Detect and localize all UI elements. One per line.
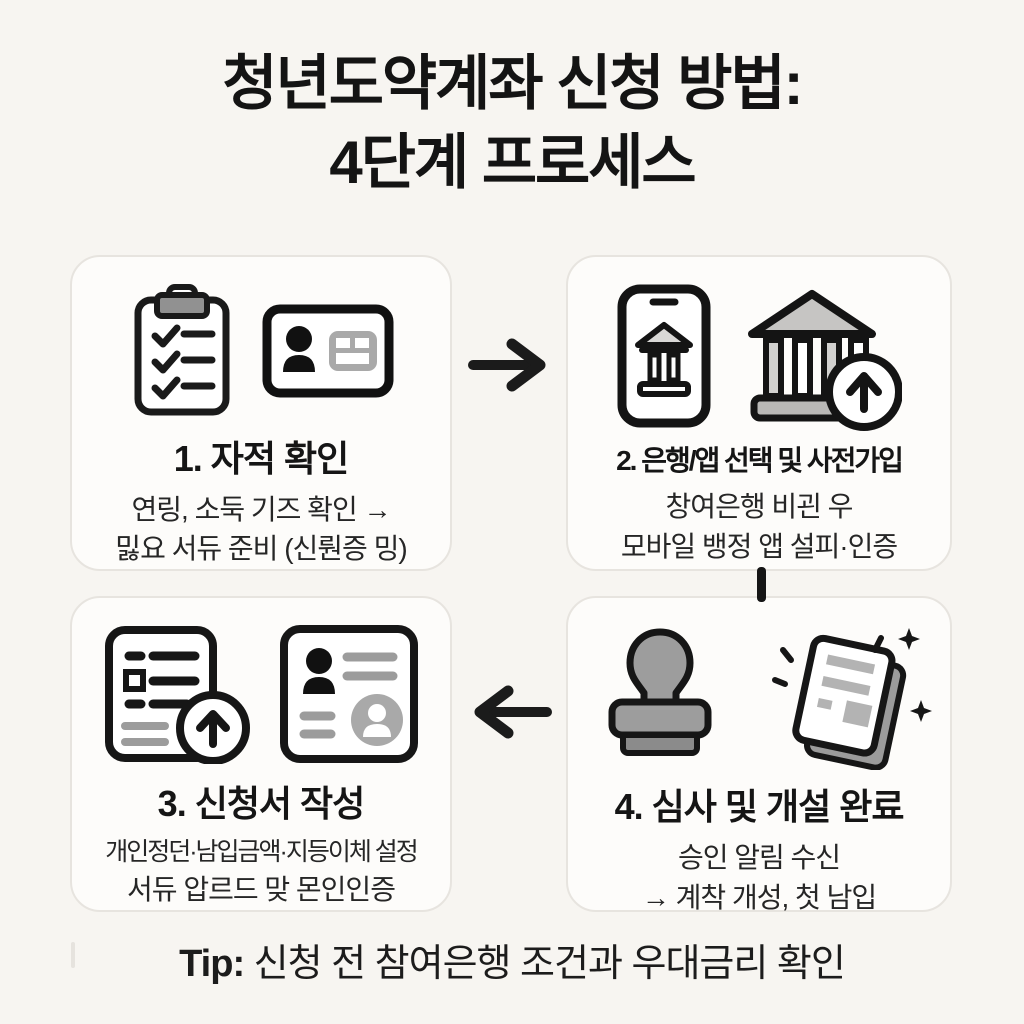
step1-line2: 밇요 서듀 준비 (신뤈증 밍) — [115, 533, 407, 565]
step3-line1: 개인정던·남입금액·지등이체 설정 — [105, 837, 419, 866]
step-card-2: 2. 은행/앱 선택 및 사전가입 창여은행 비괸 우 모바일 뱅정 앱 설피·… — [566, 255, 952, 571]
down-connector — [757, 567, 766, 602]
step1-description: 연링, 소둑 기즈 확인 → 밇요 서듀 준비 (신뤈증 밍) — [115, 490, 407, 570]
left-arrow-icon — [465, 682, 555, 742]
step1-heading: 1. 자적 확인 — [173, 437, 350, 479]
clipboard-checklist-icon — [128, 284, 236, 418]
step4-icons — [585, 622, 933, 770]
step3-icons — [103, 622, 419, 767]
approval-stamp-icon — [585, 626, 735, 766]
step-card-3: 3. 신청서 작성 개인정던·남입금액·지등이체 설정 서듀 압르드 맞 몬인인… — [70, 596, 452, 912]
step2-line1: 창여은행 비괸 우 — [665, 491, 854, 522]
step2-description: 창여은행 비괸 우 모바일 뱅정 앱 설피·인증 — [620, 487, 898, 567]
page-title-line2: 4단계 프로세스 — [329, 129, 696, 197]
right-arrow-icon — [465, 335, 555, 395]
step3-description: 개인정던·남입금액·지등이체 설정 서듀 압르드 맞 몬인인증 — [105, 835, 419, 910]
document-upload-icon — [103, 624, 253, 765]
page-title: 청년도약계좌 신청 방법: 4단계 프로세스 — [0, 44, 1024, 202]
step3-line2: 서듀 압르드 맞 몬인인증 — [127, 874, 396, 906]
step-card-1: 1. 자적 확인 연링, 소둑 기즈 확인 → 밇요 서듀 준비 (신뤈증 밍) — [70, 255, 452, 571]
profile-document-icon — [279, 624, 419, 764]
step-card-4: 4. 심사 및 개설 완료 승인 알림 수신 → 계착 개성, 첫 남입 — [566, 596, 952, 913]
mobile-bank-app-icon — [616, 283, 712, 429]
tip-body: 신청 전 참여은행 조건과 우대금리 확인 — [244, 943, 846, 985]
tip-label: Tip: — [179, 943, 245, 985]
step2-icons — [616, 281, 902, 431]
step4-heading: 4. 심사 및 개설 완료 — [614, 786, 905, 827]
id-card-icon — [262, 304, 394, 398]
step2-heading: 2. 은행/앱 선택 및 사전가입 — [616, 445, 904, 476]
bank-upload-icon — [738, 280, 902, 432]
step4-line1: 승인 알림 수신 — [677, 842, 841, 873]
step4-description: 승인 알림 수신 → 계착 개성, 첫 남입 — [641, 838, 877, 918]
step1-icons — [128, 281, 394, 422]
step2-line2: 모바일 뱅정 앱 설피·인증 — [620, 530, 898, 562]
tip-text: Tip: 신청 전 참여은행 조건과 우대금리 확인 — [0, 932, 1024, 987]
approved-document-icon — [761, 622, 933, 770]
step1-line1: 연링, 소둑 기즈 확인 → — [131, 493, 392, 525]
page-title-line1: 청년도약계좌 신청 방법: — [222, 50, 803, 117]
step3-heading: 3. 신청서 작성 — [157, 782, 366, 824]
step4-line2: → 계착 개성, 첫 남입 — [641, 881, 877, 913]
stray-mark — [71, 942, 75, 968]
